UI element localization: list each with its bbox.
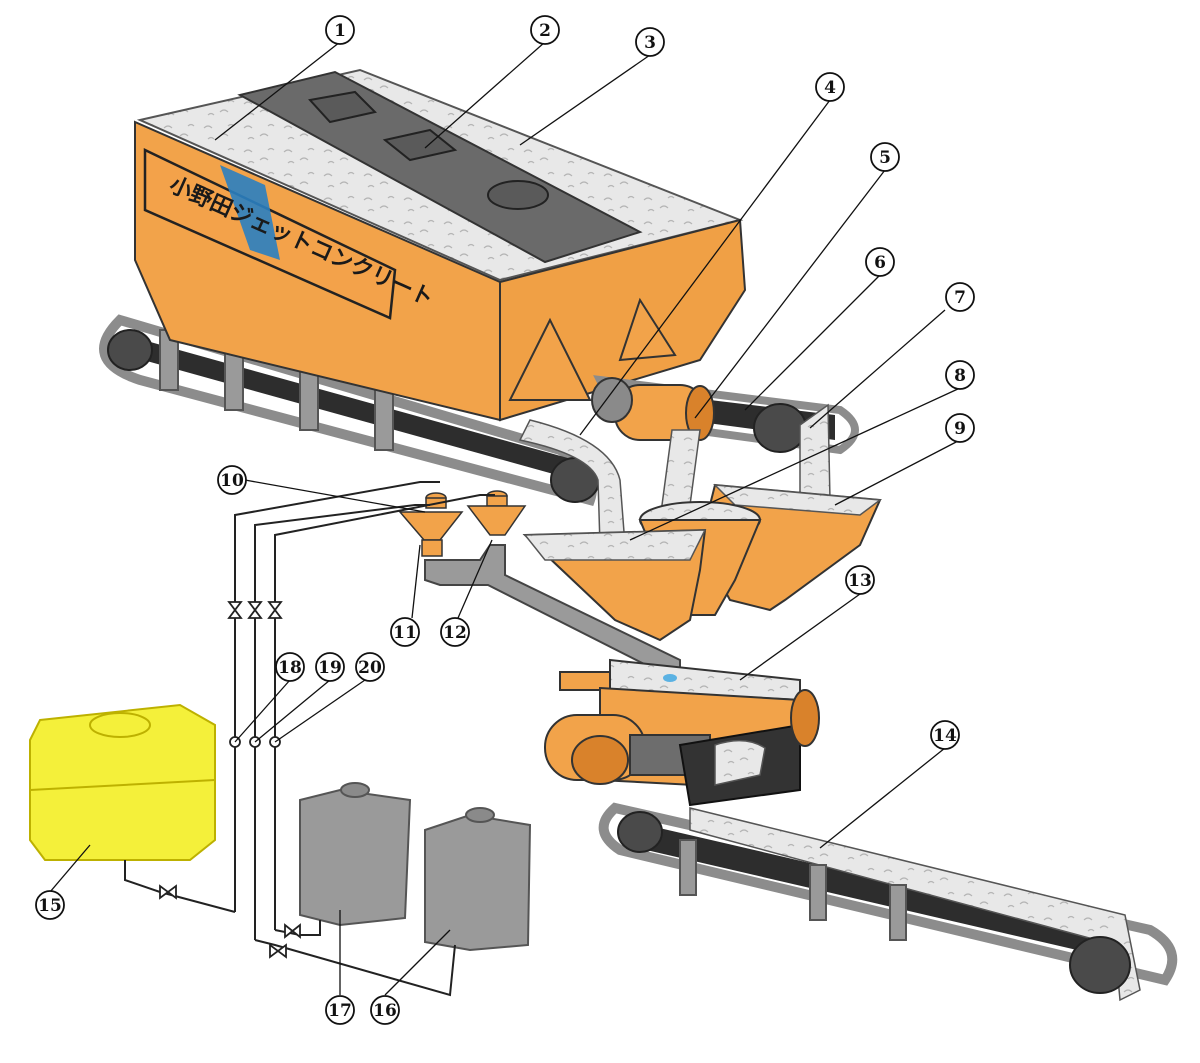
callout-number: 10 [220, 471, 244, 491]
bottom-conveyor [598, 802, 1178, 1002]
callout-19: 19 [315, 652, 345, 682]
callout-1: 1 [325, 15, 355, 45]
callout-circle [325, 995, 355, 1025]
callout-number: 3 [644, 33, 656, 53]
callout-14: 14 [930, 720, 960, 750]
callout-9: 9 [945, 413, 975, 443]
callout-5: 5 [870, 142, 900, 172]
callout-circle [370, 995, 400, 1025]
callout-number: 2 [539, 21, 551, 41]
callout-number: 6 [874, 253, 886, 273]
material-streams [518, 403, 831, 546]
callout-2: 2 [530, 15, 560, 45]
mixer-unit [544, 658, 820, 807]
callout-number: 11 [393, 623, 417, 643]
callout-number: 20 [358, 658, 382, 678]
water-tank [29, 703, 216, 861]
callout-circle [845, 565, 875, 595]
weigh-hoppers [522, 483, 883, 642]
brand-blue-stripe [220, 165, 280, 260]
chemical-tank-16 [424, 807, 532, 952]
callout-number: 12 [443, 623, 467, 643]
callout-circle [865, 247, 895, 277]
admixture-funnels [398, 490, 681, 673]
cement-feeder [591, 375, 859, 455]
callout-20: 20 [355, 652, 385, 682]
callout-7: 7 [945, 282, 975, 312]
piping [124, 481, 495, 997]
callout-8: 8 [945, 360, 975, 390]
callout-circle [945, 282, 975, 312]
callout-number: 5 [879, 148, 891, 168]
callout-11: 11 [390, 617, 420, 647]
callout-circle [815, 72, 845, 102]
callout-circle [355, 652, 385, 682]
callout-circle [325, 15, 355, 45]
callout-number: 17 [328, 1001, 352, 1021]
callout-circle [217, 465, 247, 495]
callout-16: 16 [370, 995, 400, 1025]
callout-10: 10 [217, 465, 247, 495]
leader-lines [49, 41, 961, 996]
callout-circle [635, 27, 665, 57]
callout-number: 18 [278, 658, 302, 678]
callout-number: 8 [954, 366, 966, 386]
callout-number: 14 [933, 726, 957, 746]
callout-3: 3 [635, 27, 665, 57]
callout-circle [945, 360, 975, 390]
main-hopper: 小野田ジェットコンクリート [134, 68, 747, 422]
callout-number: 16 [373, 1001, 397, 1021]
callout-circle [440, 617, 470, 647]
callout-number: 4 [824, 78, 836, 98]
callout-circle [315, 652, 345, 682]
callout-15: 15 [35, 890, 65, 920]
top-conveyor [99, 314, 600, 507]
callout-number: 13 [848, 571, 872, 591]
callout-12: 12 [440, 617, 470, 647]
callout-4: 4 [815, 72, 845, 102]
callout-17: 17 [325, 995, 355, 1025]
callout-circle [945, 413, 975, 443]
callout-circle [275, 652, 305, 682]
callout-number: 1 [334, 21, 346, 41]
callout-number: 7 [954, 288, 966, 308]
valves [159, 601, 301, 959]
callout-number: 15 [38, 896, 62, 916]
chemical-tank-17 [299, 782, 412, 927]
callout-circle [530, 15, 560, 45]
callout-number: 9 [954, 419, 966, 439]
callout-number: 19 [318, 658, 342, 678]
callout-6: 6 [865, 247, 895, 277]
callout-18: 18 [275, 652, 305, 682]
callout-circle [390, 617, 420, 647]
callout-circle [35, 890, 65, 920]
callout-circle [930, 720, 960, 750]
callout-circle [870, 142, 900, 172]
callout-13: 13 [845, 565, 875, 595]
